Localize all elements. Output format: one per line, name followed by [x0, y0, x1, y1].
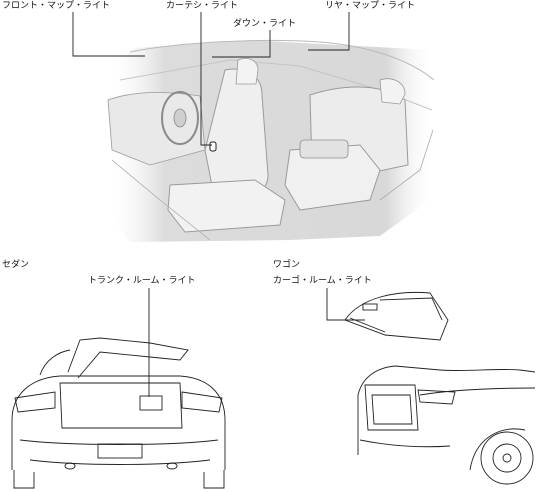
- cargo-room-light-leader: [326, 288, 365, 321]
- sedan-label: セダン: [2, 260, 30, 270]
- wagon-illustration: [344, 291, 536, 485]
- down-light-leader: [212, 30, 271, 58]
- sedan-illustration: [11, 337, 226, 489]
- interior-leader-lines: [72, 12, 350, 146]
- rear-map-light-leader: [308, 12, 350, 51]
- rear-map-light-label: リヤ・マップ・ライト: [325, 1, 416, 11]
- trunk-room-light-label: トランク・ルーム・ライト: [88, 276, 196, 286]
- front-map-light-label: フロント・マップ・ライト: [2, 1, 111, 11]
- courtesy-light-leader: [200, 12, 212, 146]
- wagon-label: ワゴン: [273, 260, 301, 270]
- front-map-light-leader: [72, 12, 145, 57]
- down-light-label: ダウン・ライト: [233, 19, 297, 29]
- courtesy-light-label: カーテシ・ライト: [166, 1, 239, 11]
- interior-illustration: [105, 39, 436, 242]
- cargo-room-light-label: カーゴ・ルーム・ライト: [273, 276, 372, 286]
